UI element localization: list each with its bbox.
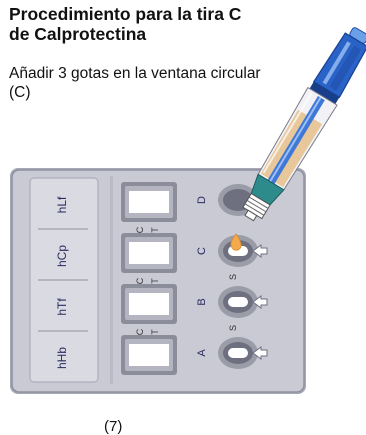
line-label-c: C (135, 328, 145, 335)
result-window-b (121, 284, 177, 324)
window-letter-b: B (196, 298, 208, 305)
line-label-t: T (150, 329, 160, 335)
lane-name-hlf: hLf (55, 196, 69, 213)
instruction-text: Añadir 3 gotas en la ventana circular (C… (9, 65, 261, 101)
lane-name-htf: hTf (55, 298, 69, 316)
result-window-d (121, 182, 177, 222)
sample-label-s: S (228, 274, 238, 280)
line-label-c: C (135, 226, 145, 233)
window-letter-a: A (196, 349, 208, 357)
test-cassette (10, 168, 306, 394)
dropper-icon (242, 27, 366, 222)
result-window-a (121, 335, 177, 375)
line-label-t: T (150, 278, 160, 284)
window-letter-c: C (196, 247, 208, 255)
sample-drop-icon (230, 233, 242, 251)
window-letter-d: D (196, 196, 208, 204)
line-label-c: C (135, 277, 145, 284)
lane-name-hhb: hHb (55, 347, 69, 369)
result-windows (121, 182, 177, 375)
sample-well-a (218, 337, 258, 369)
procedure-title: Procedimiento para la tira C de Calprote… (9, 4, 242, 44)
sample-well-b (218, 286, 258, 318)
sample-label-s: S (228, 325, 238, 331)
figure-caption: (7) (104, 418, 123, 435)
result-window-c (121, 233, 177, 273)
line-label-t: T (150, 227, 160, 233)
lane-name-hcp: hCp (55, 245, 69, 267)
